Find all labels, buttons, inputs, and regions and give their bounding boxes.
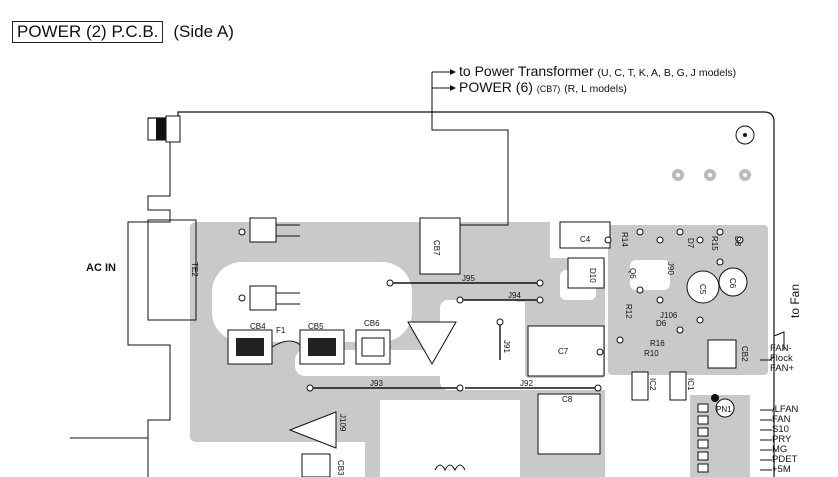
label-j109: J109 bbox=[338, 414, 347, 432]
fan-pin-2: FAN+ bbox=[770, 363, 795, 374]
label-c4: C4 bbox=[580, 235, 591, 244]
fan-lead bbox=[760, 331, 785, 361]
label-d8: D8 bbox=[733, 236, 742, 247]
copper-cutouts bbox=[212, 260, 670, 477]
label-j90: J90 bbox=[666, 262, 675, 275]
label-c8: C8 bbox=[562, 395, 573, 404]
label-j93: J93 bbox=[370, 379, 383, 388]
note-power-6: POWER (6) (CB7) (R, L models) bbox=[459, 79, 627, 95]
fan-pin-1: Flock bbox=[770, 353, 793, 364]
label-j106: J106 bbox=[660, 311, 678, 320]
right-pin-3: PRY bbox=[772, 434, 792, 445]
right-pin-0: /LFAN bbox=[772, 404, 799, 415]
label-q6: Q6 bbox=[628, 268, 637, 279]
right-pin-1: FAN bbox=[772, 414, 791, 425]
note-power-transformer: to Power Transformer (U, C, T, K, A, B, … bbox=[459, 63, 736, 79]
note2-main: POWER (6) bbox=[459, 79, 533, 95]
board-outline bbox=[148, 111, 775, 477]
label-r14: R14 bbox=[620, 232, 629, 247]
note1-sub: (U, C, T, K, A, B, G, J models) bbox=[597, 67, 737, 79]
label-r10: R10 bbox=[644, 349, 659, 358]
label-j91: J91 bbox=[502, 340, 511, 353]
label-r15: R15 bbox=[710, 236, 719, 251]
label-cb7: CB7 bbox=[432, 240, 441, 256]
label-f1: F1 bbox=[276, 326, 286, 335]
label-c6: C6 bbox=[728, 278, 737, 289]
label-cb4: CB4 bbox=[250, 322, 266, 331]
board-title: POWER (2) P.C.B. bbox=[12, 21, 164, 43]
label-d7: D7 bbox=[686, 238, 695, 249]
bridge-triangle bbox=[407, 321, 457, 366]
jumpers bbox=[310, 282, 598, 389]
label-r12: R12 bbox=[624, 304, 633, 319]
ac-in-label: AC IN bbox=[86, 262, 116, 274]
label-pn1: PN1 bbox=[716, 405, 732, 414]
right-pin-5: PDET bbox=[772, 454, 798, 465]
label-ic2: IC2 bbox=[648, 378, 657, 391]
right-pin-6: +5M bbox=[772, 464, 791, 475]
note-lead-line bbox=[431, 72, 509, 226]
label-ic1: IC1 bbox=[686, 378, 695, 391]
label-c5: C5 bbox=[698, 284, 707, 295]
connector-bottom bbox=[70, 437, 149, 477]
right-pin-4: MG bbox=[772, 444, 788, 455]
board-left-edge bbox=[127, 118, 171, 477]
note2-sub: (R, L models) bbox=[564, 83, 627, 95]
label-j95: J95 bbox=[462, 274, 475, 283]
label-cb2: CB2 bbox=[740, 346, 749, 362]
note2-cb: (CB7) bbox=[536, 84, 561, 94]
label-d6: D6 bbox=[656, 319, 667, 328]
label-cb6: CB6 bbox=[364, 319, 380, 328]
label-cb3: CB3 bbox=[336, 460, 345, 476]
fan-pin-0: FAN- bbox=[770, 343, 792, 354]
note1-main: to Power Transformer bbox=[459, 63, 594, 79]
label-j92: J92 bbox=[520, 379, 533, 388]
label-c7: C7 bbox=[558, 347, 569, 356]
label-r16: R16 bbox=[650, 339, 665, 348]
to-fan-label: to Fan bbox=[788, 283, 802, 318]
pads bbox=[238, 228, 744, 392]
label-d10: D10 bbox=[588, 268, 597, 283]
page-header: POWER (2) P.C.B. (Side A) bbox=[12, 21, 234, 43]
label-j94: J94 bbox=[508, 291, 521, 300]
right-pin-2: S10 bbox=[772, 424, 789, 435]
label-cb5: CB5 bbox=[308, 322, 324, 331]
board-side: (Side A) bbox=[173, 22, 234, 41]
label-te2: TE2 bbox=[190, 262, 199, 277]
